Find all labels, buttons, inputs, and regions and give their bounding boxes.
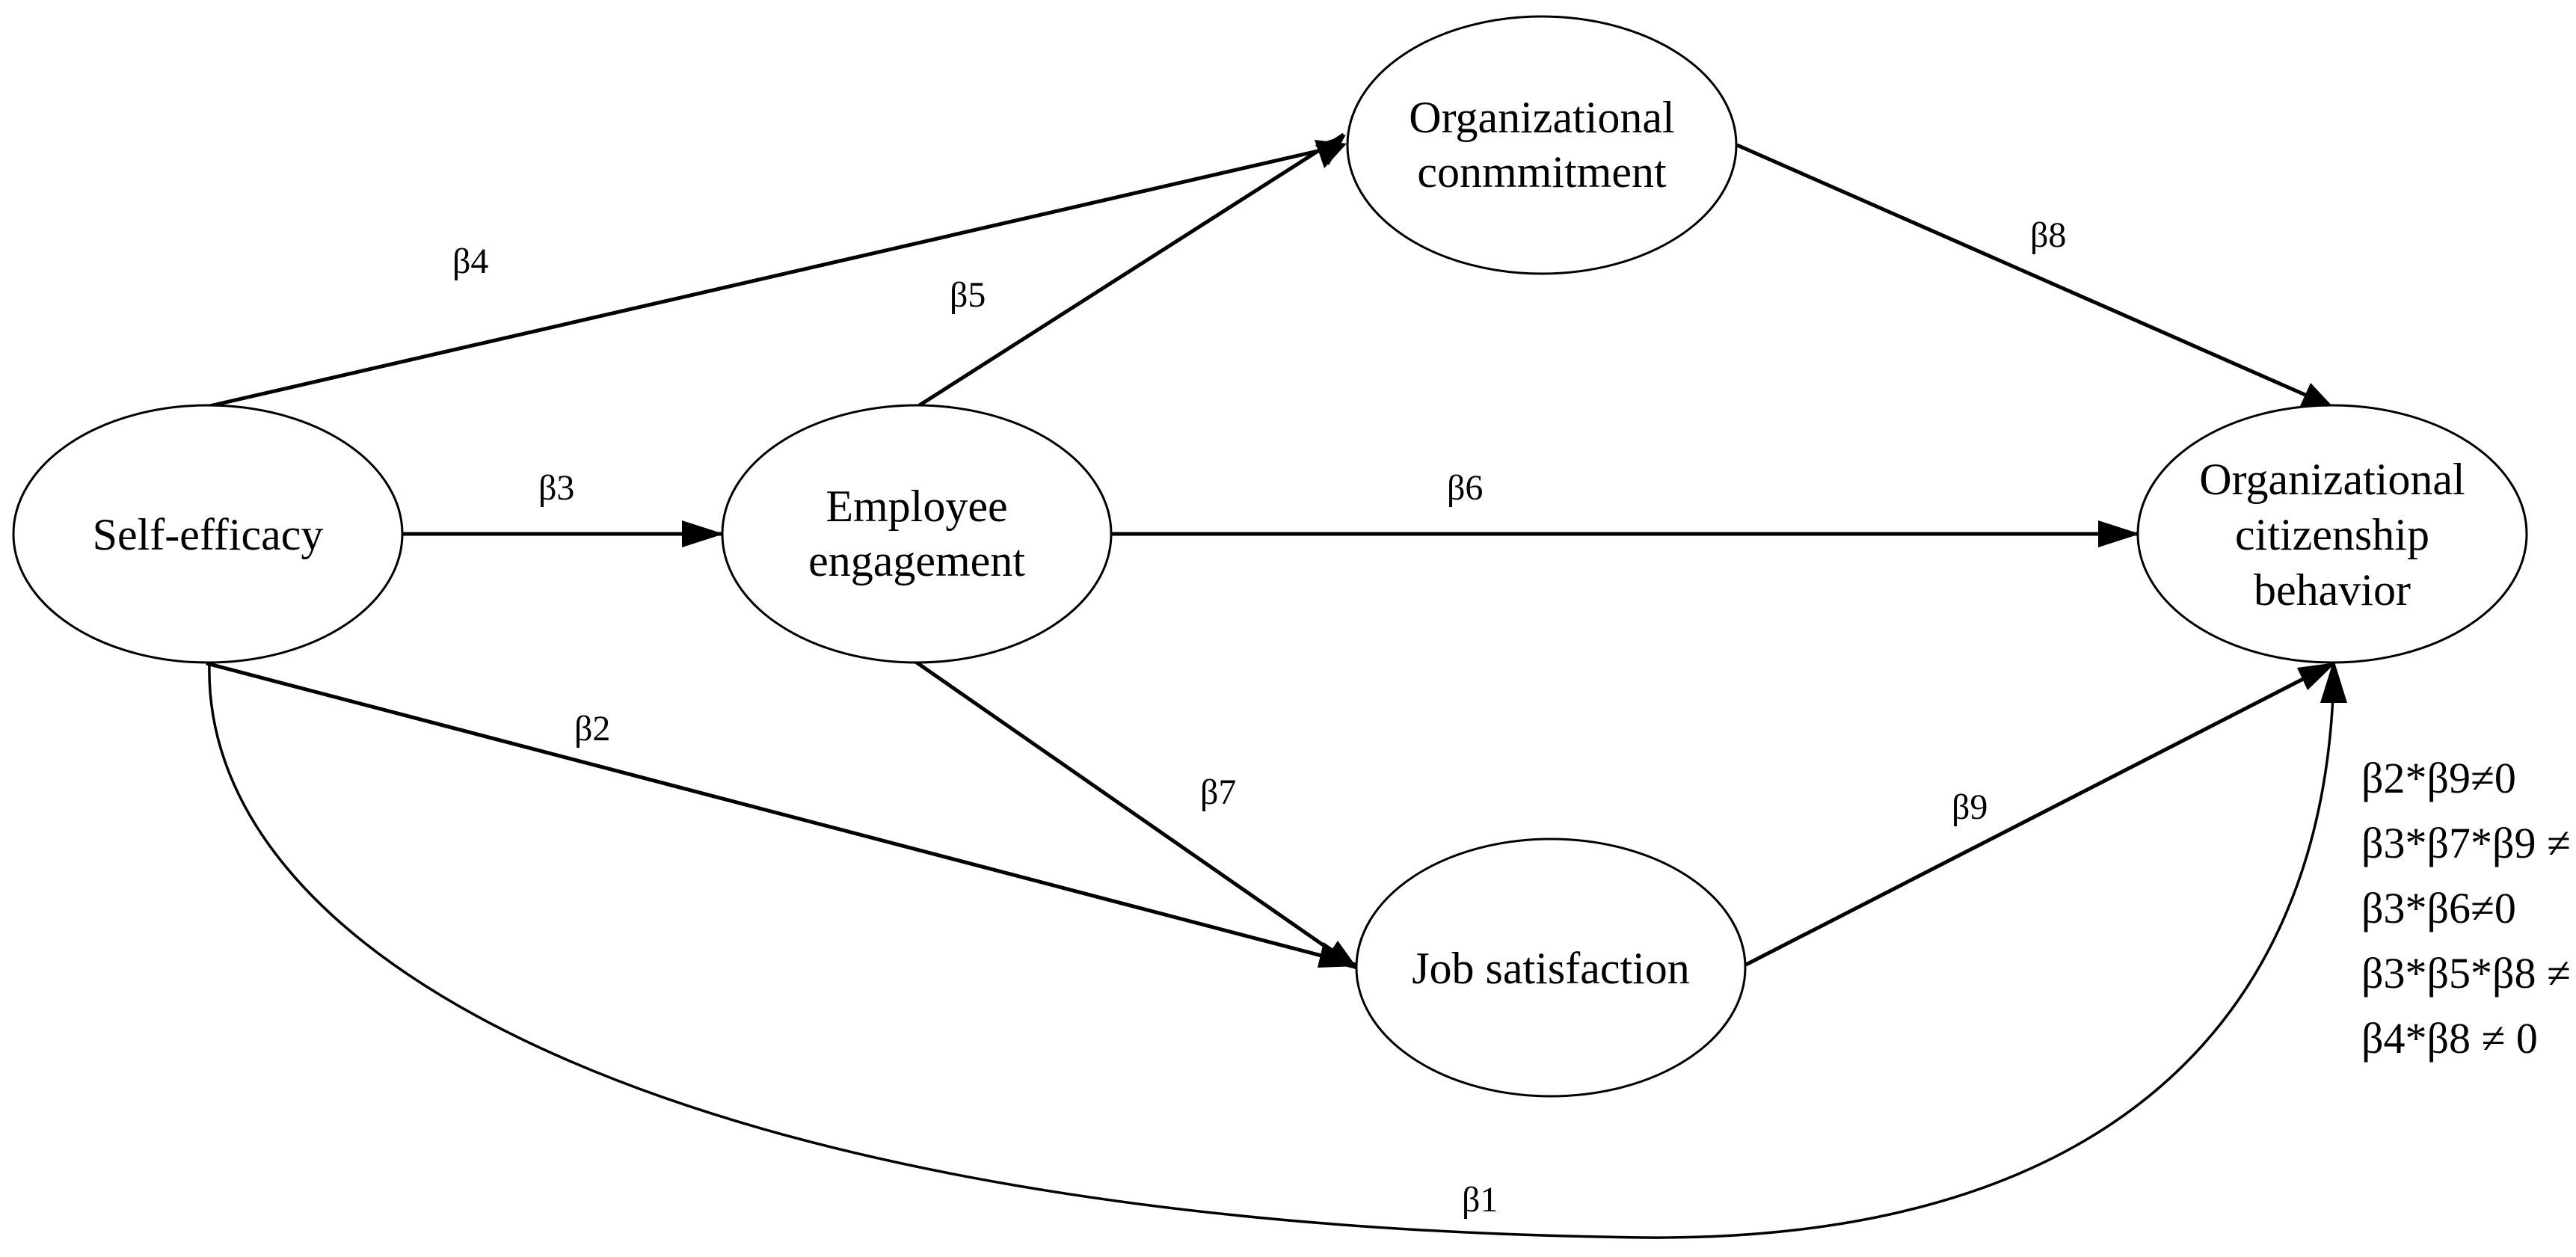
edge-label-b2: β2	[574, 709, 610, 749]
node-employee-engagement-line-1: Employee	[826, 482, 1007, 531]
node-organizational-commitment: Organizational conmmitment	[1346, 15, 1738, 275]
arrowhead-b6	[2098, 520, 2140, 547]
edge-b4-line	[209, 143, 1344, 408]
condition-4: β3*β5*β8 ≠ 0	[2361, 949, 2576, 998]
edge-label-b7: β7	[1200, 772, 1236, 812]
edge-label-b4: β4	[452, 242, 488, 281]
conditions-list: β2*β9≠0 β3*β7*β9 ≠ 0 β3*β6≠0 β3*β5*β8 ≠ …	[2361, 754, 2576, 1063]
node-self-efficacy-line-1: Self-efficacy	[93, 510, 324, 559]
node-job-satisfaction: Job satisfaction	[1355, 838, 1747, 1098]
edge-b2-line	[206, 661, 1356, 967]
edge-label-b6: β6	[1447, 468, 1483, 508]
node-ocb-line-3: behavior	[2254, 565, 2411, 615]
node-employee-engagement: Employee engagement	[721, 404, 1113, 664]
edge-label-b1: β1	[1462, 1180, 1498, 1220]
edge-label-b5: β5	[950, 275, 986, 315]
node-employee-engagement-line-2: engagement	[808, 536, 1025, 586]
edge-label-b3: β3	[538, 468, 574, 508]
edge-b5-line	[917, 132, 1345, 408]
node-job-satisfaction-line-1: Job satisfaction	[1412, 944, 1690, 993]
edge-b9-line	[1745, 661, 2335, 967]
node-self-efficacy: Self-efficacy	[12, 404, 404, 664]
condition-3: β3*β6≠0	[2361, 884, 2516, 932]
edge-b8-line	[1736, 143, 2332, 408]
edge-label-b9: β9	[1952, 787, 1988, 827]
edge-b1-curve	[208, 663, 2335, 1239]
arrowhead-b9	[2297, 663, 2336, 690]
arrowhead-b5	[1315, 135, 1346, 165]
node-organizational-citizenship-behavior: Organizational citizenship behavior	[2136, 404, 2528, 664]
edge-b7-line	[913, 659, 1357, 970]
arrowhead-b1	[2320, 660, 2347, 703]
arrowhead-b3	[682, 520, 724, 547]
arrowhead-b8	[2300, 383, 2334, 408]
condition-2: β3*β7*β9 ≠ 0	[2361, 819, 2576, 867]
condition-1: β2*β9≠0	[2361, 754, 2516, 802]
node-ocb-line-1: Organizational	[2199, 455, 2465, 504]
node-organizational-commitment-line-2: conmmitment	[1417, 147, 1667, 197]
arrowhead-b7	[1324, 941, 1359, 970]
node-organizational-commitment-line-1: Organizational	[1409, 93, 1674, 142]
edge-label-b8: β8	[2030, 215, 2066, 255]
node-ocb-line-2: citizenship	[2235, 510, 2429, 559]
condition-5: β4*β8 ≠ 0	[2361, 1014, 2538, 1063]
